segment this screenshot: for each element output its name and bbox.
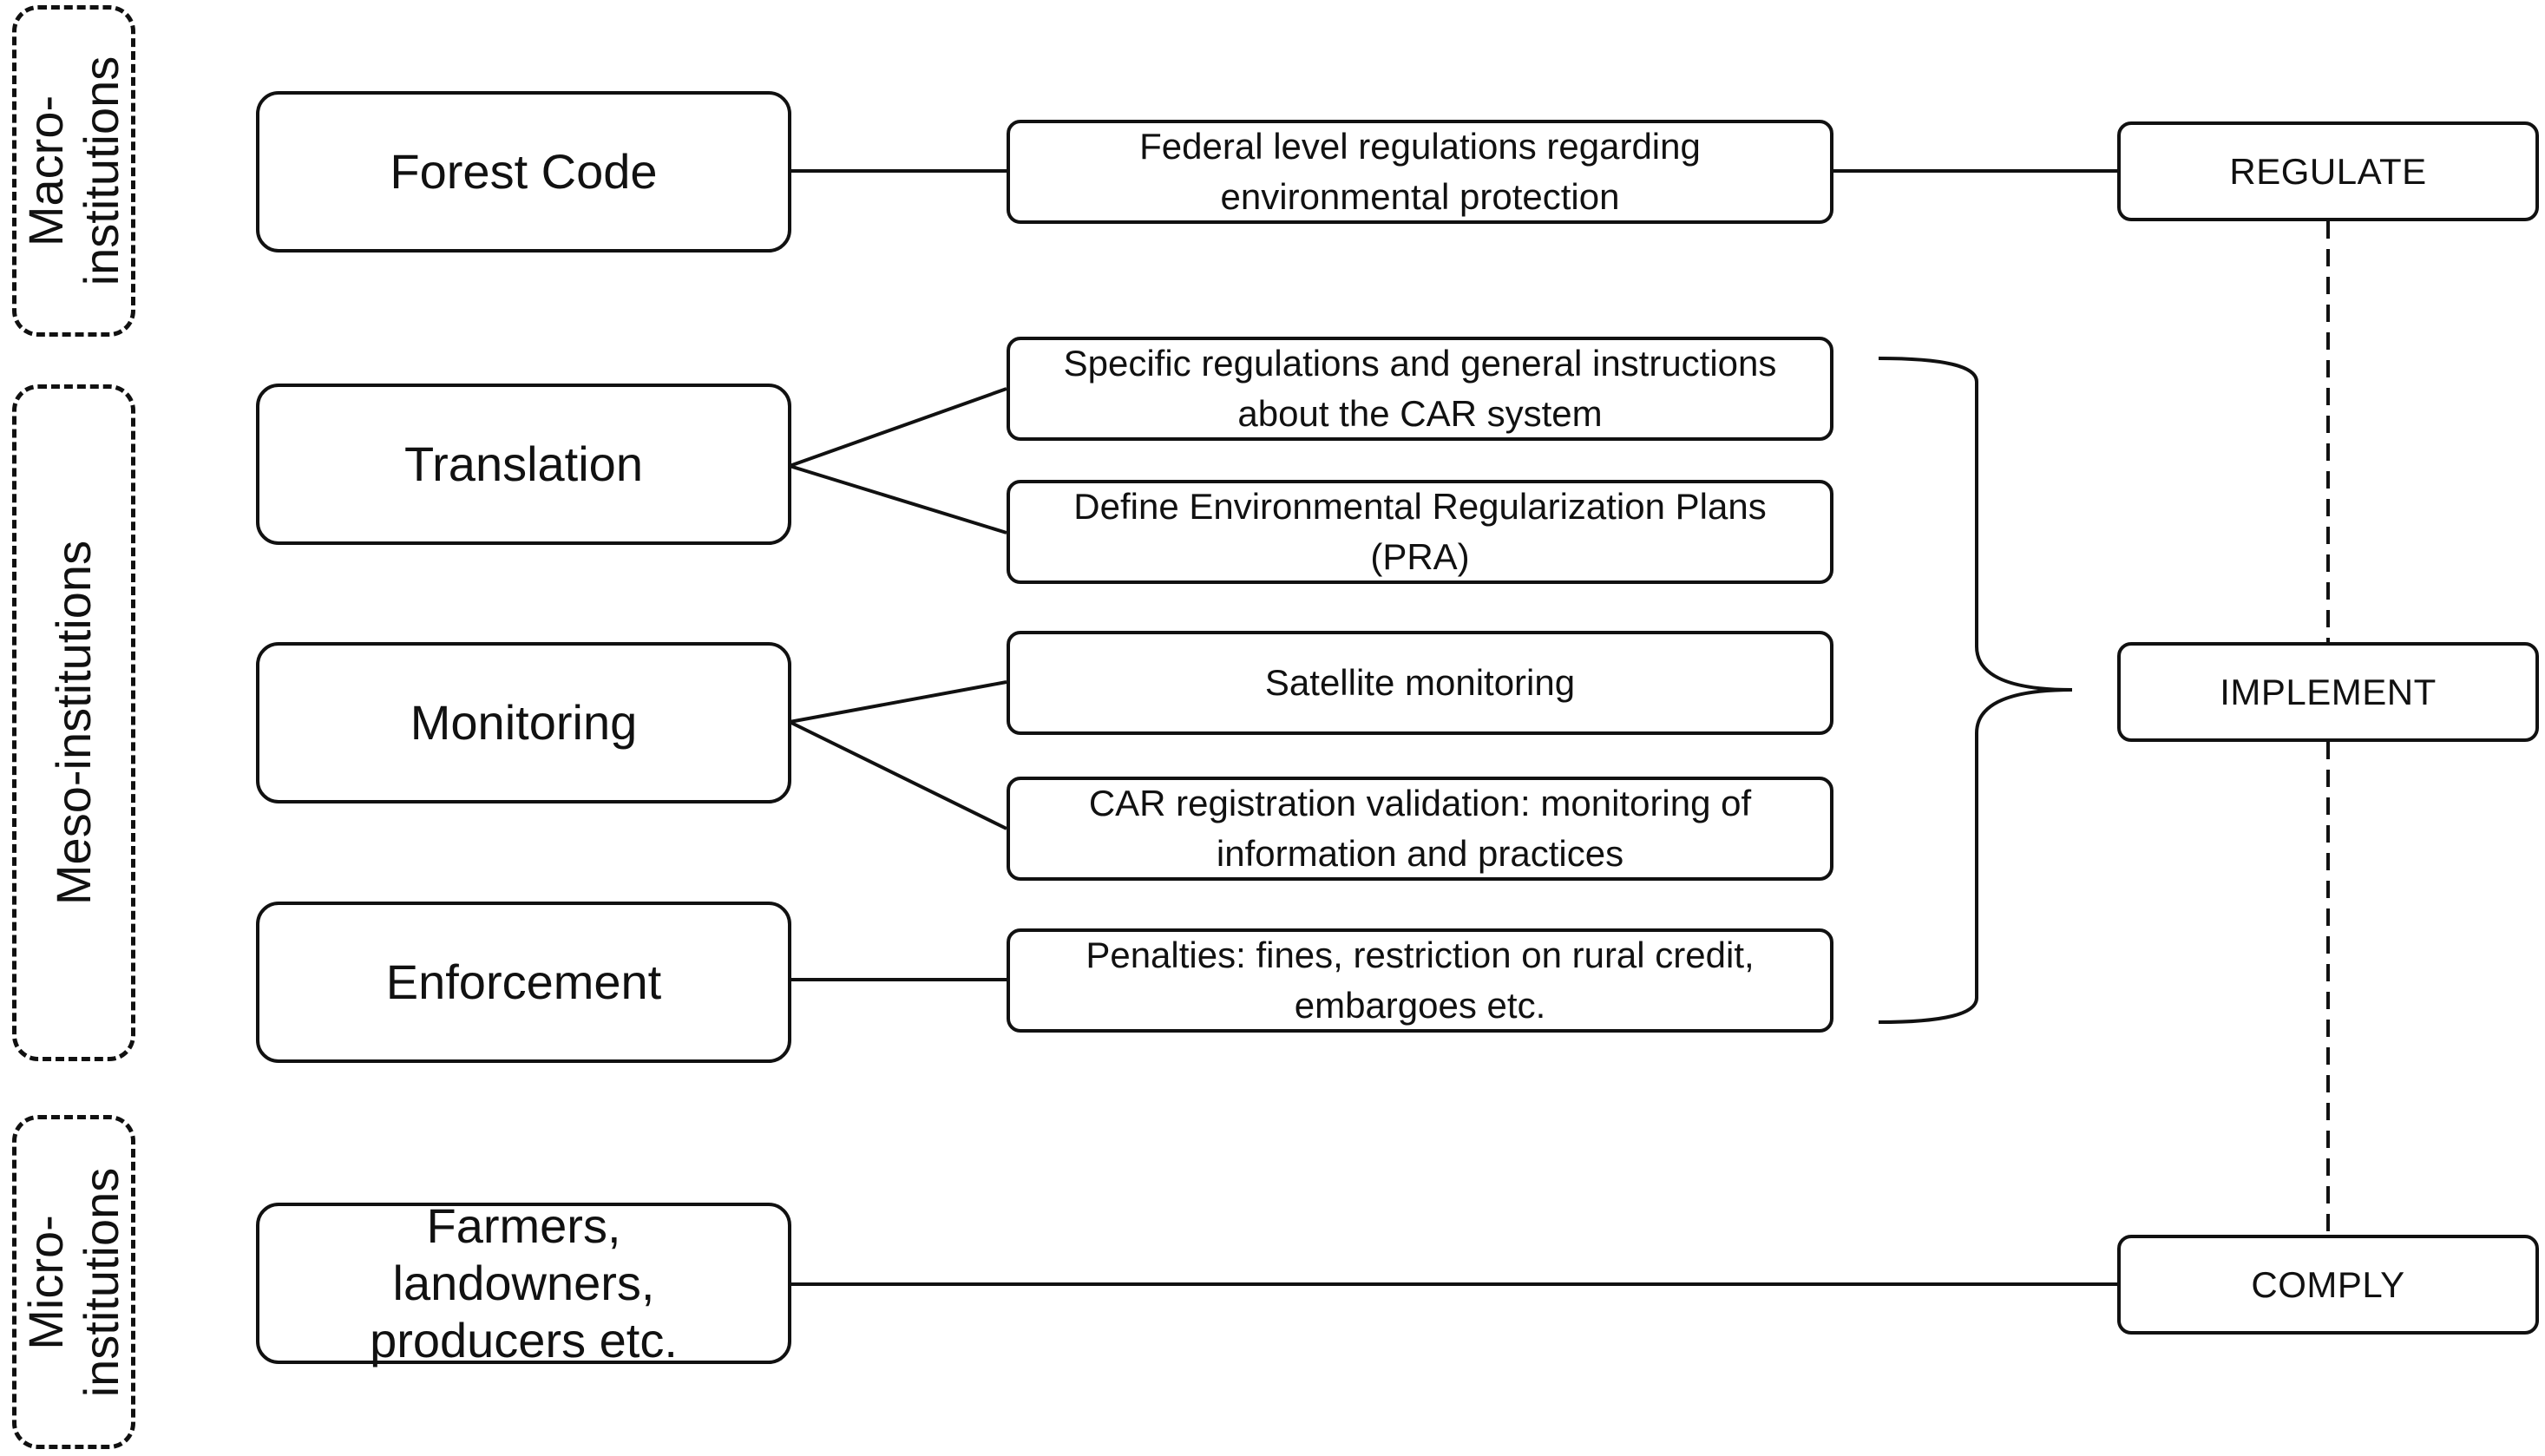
connector-translation-specific bbox=[789, 387, 1007, 468]
federal-regulations-box: Federal level regulations regarding envi… bbox=[1007, 120, 1833, 224]
translation-box: Translation bbox=[256, 384, 791, 545]
level-micro-institutions: Micro- institutions bbox=[12, 1115, 135, 1449]
brace-meso-group bbox=[1878, 357, 2073, 1024]
level-meso-label: Meso-institutions bbox=[46, 540, 101, 906]
level-micro-label: Micro- institutions bbox=[18, 1167, 128, 1397]
forest-code-box: Forest Code bbox=[256, 91, 791, 253]
connector-monitoring-satellite bbox=[789, 680, 1007, 724]
monitoring-box: Monitoring bbox=[256, 642, 791, 803]
enforcement-box: Enforcement bbox=[256, 902, 791, 1063]
level-macro-institutions: Macro- institutions bbox=[12, 5, 135, 337]
level-macro-label: Macro- institutions bbox=[18, 56, 128, 286]
specific-regulations-box: Specific regulations and general instruc… bbox=[1007, 337, 1833, 441]
implement-box: IMPLEMENT bbox=[2117, 642, 2539, 742]
connector-monitoring-car-validation bbox=[789, 720, 1007, 830]
satellite-monitoring-box: Satellite monitoring bbox=[1007, 631, 1833, 735]
comply-box: COMPLY bbox=[2117, 1235, 2539, 1335]
connector-translation-pra bbox=[789, 464, 1007, 535]
regulate-box: REGULATE bbox=[2117, 121, 2539, 221]
farmers-box: Farmers, landowners, producers etc. bbox=[256, 1198, 791, 1367]
level-meso-institutions: Meso-institutions bbox=[12, 384, 135, 1061]
penalties-box: Penalties: fines, restriction on rural c… bbox=[1007, 928, 1833, 1033]
car-validation-box: CAR registration validation: monitoring … bbox=[1007, 777, 1833, 881]
pra-box: Define Environmental Regularization Plan… bbox=[1007, 480, 1833, 584]
